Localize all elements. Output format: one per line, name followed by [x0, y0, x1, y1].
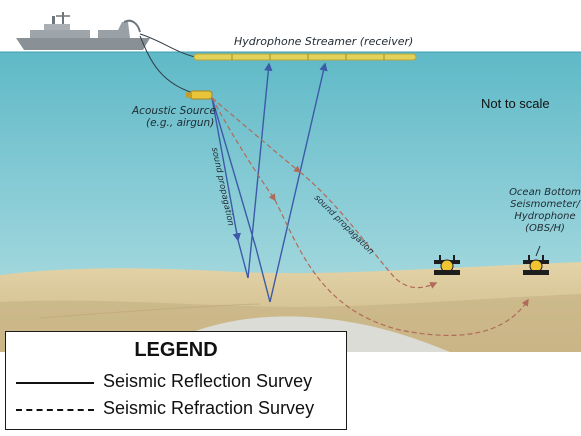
legend-item-reflection: Seismic Reflection Survey [16, 371, 346, 395]
hydrophone-streamer [193, 53, 417, 61]
refraction-rays [211, 97, 529, 337]
dashed-line-swatch [16, 409, 94, 411]
reflection-rays [211, 62, 328, 303]
obs-label-leader [535, 245, 541, 257]
solid-line-swatch [16, 382, 94, 384]
legend-item-refraction: Seismic Refraction Survey [16, 398, 346, 422]
obs-label-line1: Ocean Bottom [509, 187, 581, 198]
acoustic-source [186, 90, 213, 100]
source-label-line1: Acoustic Source [131, 105, 216, 117]
streamer-tow-cable [139, 33, 196, 58]
survey-ship [16, 12, 150, 50]
obs-label-line4: (OBS/H) [525, 223, 565, 234]
legend-item-label: Seismic Reflection Survey [103, 371, 313, 391]
basement-edge [39, 303, 261, 319]
streamer-label: Hydrophone Streamer (receiver) [234, 35, 413, 48]
obs-instrument-2 [523, 255, 549, 275]
source-label-line2: (e.g., airgun) [146, 117, 214, 129]
obs-label-line2: Seismometer/ [510, 199, 581, 210]
legend-item-label: Seismic Refraction Survey [103, 398, 315, 418]
not-to-scale-label: Not to scale [481, 96, 550, 111]
legend-title: LEGEND [134, 339, 218, 361]
obs-instrument-1 [434, 255, 460, 275]
source-tow-cable [139, 35, 201, 96]
obs-label-line3: Hydrophone [514, 211, 575, 222]
legend-box: LEGEND Seismic Reflection Survey Seismic… [5, 331, 347, 430]
